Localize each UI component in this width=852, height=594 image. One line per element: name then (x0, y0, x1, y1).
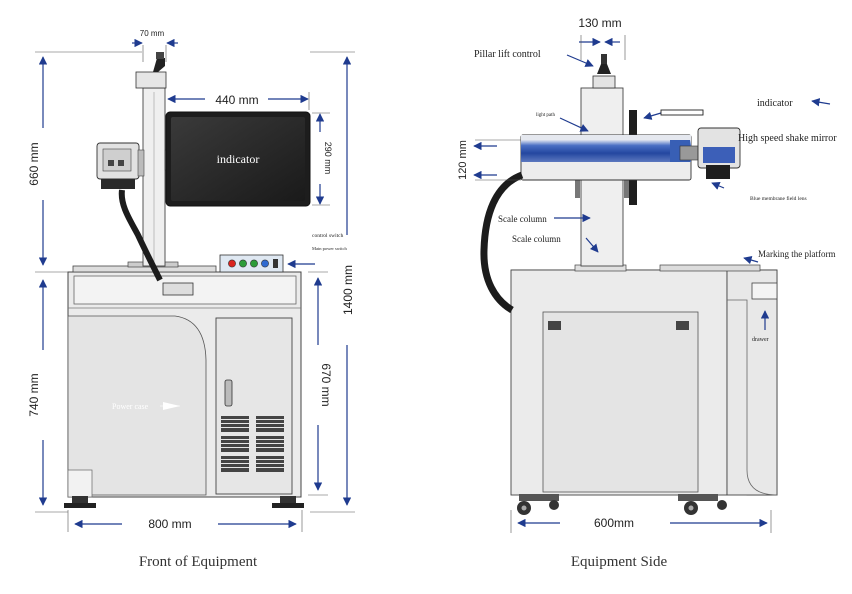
label-scale-column-1: Scale column (498, 214, 547, 224)
dim-monitor-height: 290 mm (323, 142, 333, 175)
front-view: indicator (27, 29, 355, 570)
dim-side-base-width: 600mm (594, 516, 634, 530)
dim-side-top-width: 130 mm (578, 16, 621, 30)
power-button-icon (228, 259, 236, 268)
label-marking-platform: Marking the platform (758, 249, 835, 259)
side-view: 130 mm 120 mm 600mm Pillar lift control … (457, 16, 837, 570)
lift-handle-icon (153, 58, 165, 72)
pillar-lift-handle-icon (597, 64, 611, 74)
side-casters (517, 494, 727, 515)
label-pillar-lift: Pillar lift control (474, 49, 541, 60)
label-main-power-switch: Main power switch (312, 246, 347, 251)
front-caption: Front of Equipment (139, 554, 258, 570)
dim-door-height: 670 mm (319, 363, 333, 406)
dim-head-height: 120 mm (457, 140, 469, 180)
control-button-icon (261, 259, 269, 268)
front-cable (118, 189, 163, 282)
control-button-icon (239, 259, 247, 268)
door-lock (224, 379, 233, 407)
dim-arm-length: 440 mm (215, 93, 258, 107)
dim-total-height: 1400 mm (341, 265, 355, 315)
side-annotation-arrows (473, 37, 831, 528)
label-drawer: drawer (752, 337, 769, 343)
label-galvo: High speed shake mirror (738, 133, 837, 144)
dim-top-width: 70 mm (140, 29, 165, 38)
label-light-path: light path (536, 113, 556, 118)
side-cable (480, 171, 524, 314)
power-case-arrow-icon (163, 402, 180, 410)
drawer (751, 282, 778, 300)
dim-lower-height: 740 mm (27, 373, 41, 416)
front-feet (64, 496, 304, 508)
side-caption: Equipment Side (571, 554, 668, 570)
monitor-label: indicator (217, 152, 260, 166)
side-door (542, 311, 699, 493)
label-control-switch: control switch (312, 233, 344, 239)
dim-base-width: 800 mm (148, 517, 191, 531)
control-button-icon (250, 259, 258, 268)
label-indicator: indicator (757, 98, 793, 109)
dim-upper-height: 660 mm (27, 142, 41, 185)
front-dimensions (35, 38, 355, 532)
front-handle (162, 282, 194, 296)
label-power-case: Power case (112, 402, 149, 411)
label-scale-column-2: Scale column (512, 234, 561, 244)
label-field-lens: Blue membrane field lens (750, 195, 807, 202)
front-left-panel (67, 315, 207, 496)
